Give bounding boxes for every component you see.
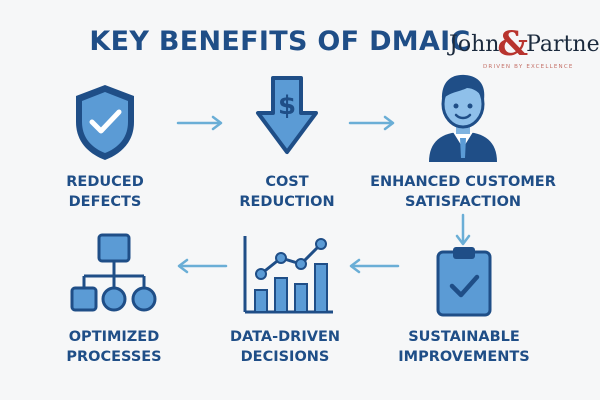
step-label: OPTIMIZED PROCESSES (14, 327, 214, 367)
company-logo: John&Partners DRIVEN BY EXCELLENCE (449, 20, 600, 72)
step-label: COST REDUCTION (187, 172, 387, 212)
customer-icon (429, 74, 497, 162)
step-label: ENHANCED CUSTOMER SATISFACTION (363, 172, 563, 212)
process-flow-icon (70, 233, 157, 312)
step-label-line1: COST (265, 174, 309, 190)
shield-check-icon (76, 85, 134, 160)
step-label-line2: PROCESSES (66, 349, 162, 365)
clipboard-check-icon (436, 247, 492, 317)
logo-word-partners: Partners (526, 32, 600, 57)
step-label: DATA-DRIVEN DECISIONS (185, 327, 385, 367)
svg-text:$: $ (278, 91, 296, 121)
step-label: SUSTAINABLE IMPROVEMENTS (364, 327, 564, 367)
step-label-line2: REDUCTION (239, 194, 335, 210)
step-label-line2: IMPROVEMENTS (398, 349, 530, 365)
logo-wordmark: John&Partners (449, 20, 600, 64)
step-label-line1: REDUCED (66, 174, 144, 190)
step-label-line1: OPTIMIZED (68, 329, 160, 345)
step-label-line2: SATISFACTION (404, 194, 522, 210)
step-label-line1: SUSTAINABLE (408, 329, 520, 345)
step-label-line1: ENHANCED CUSTOMER (370, 174, 556, 190)
logo-word-john: John (449, 32, 500, 57)
logo-ampersand: & (497, 24, 529, 64)
down-arrow-icon (455, 213, 471, 246)
step-label-line2: DECISIONS (240, 349, 330, 365)
bar-line-chart-icon (243, 236, 333, 314)
logo-tagline: DRIVEN BY EXCELLENCE (483, 64, 574, 70)
step-label-line1: DATA-DRIVEN (230, 329, 340, 345)
step-label: REDUCED DEFECTS (5, 172, 205, 212)
left-arrow-icon (177, 258, 228, 274)
left-arrow-icon (349, 258, 400, 274)
page-title: KEY BENEFITS OF DMAIC (89, 26, 471, 57)
step-label-line2: DEFECTS (68, 194, 142, 210)
right-arrow-icon (176, 115, 223, 131)
right-arrow-icon (348, 115, 395, 131)
dollar-down-arrow-icon: $ (256, 76, 318, 154)
